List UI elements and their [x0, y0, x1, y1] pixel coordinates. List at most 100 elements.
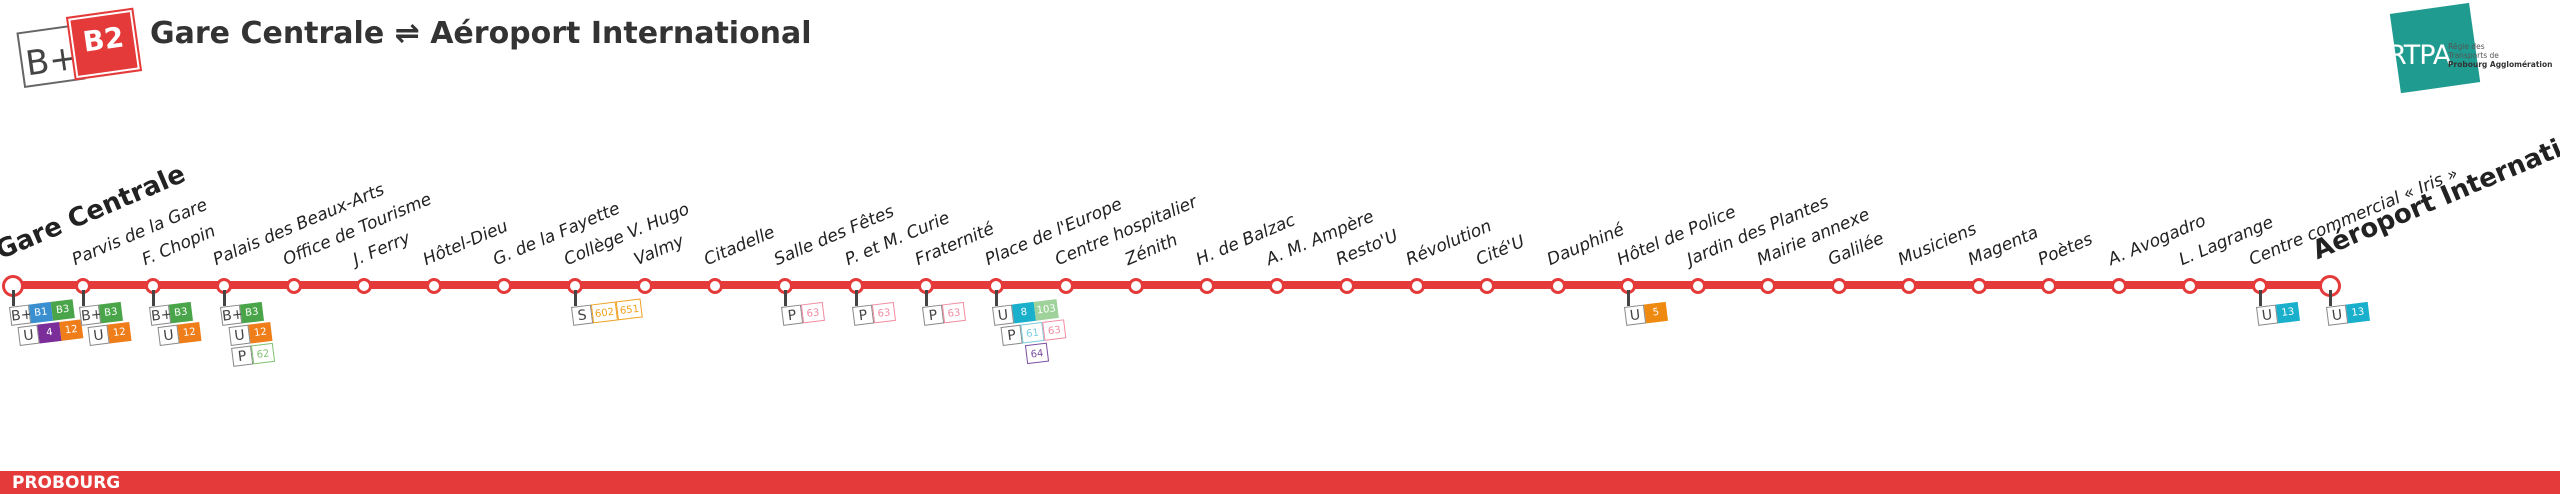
transport-mode-icon: P — [781, 304, 804, 326]
station-stop[interactable] — [2111, 278, 2128, 294]
station-stop[interactable] — [1970, 278, 1987, 294]
line-badge[interactable]: B3 — [169, 301, 194, 324]
line-code-badge: B2 — [65, 7, 143, 81]
station-stop[interactable] — [1760, 278, 1777, 294]
station-stop[interactable] — [1690, 278, 1707, 294]
transfer-connector — [222, 290, 226, 306]
station-stop[interactable] — [2181, 278, 2198, 294]
operator-acronym: RTPA — [2388, 40, 2451, 71]
station-stop[interactable] — [1058, 278, 1075, 294]
station-stop[interactable] — [1900, 278, 1917, 294]
line-badge[interactable]: 63 — [871, 301, 896, 324]
line-badge[interactable]: 8 — [1011, 301, 1036, 324]
line-badge[interactable]: 61 — [1020, 321, 1045, 344]
station-stop[interactable] — [1479, 278, 1496, 294]
city-name: PROBOURG — [12, 473, 121, 493]
transport-mode-icon: U — [2326, 304, 2349, 326]
transport-mode-icon: U — [228, 324, 251, 346]
station-stop[interactable] — [707, 278, 724, 294]
transport-mode-icon: S — [570, 304, 593, 326]
station-stop[interactable] — [1409, 278, 1426, 294]
station-name[interactable]: Citadelle — [701, 222, 779, 270]
operator-name-line: Régie des — [2448, 42, 2485, 51]
line-badge[interactable]: 63 — [801, 301, 826, 324]
line-badge[interactable]: B3 — [50, 299, 75, 321]
line-badge[interactable]: 13 — [2275, 301, 2300, 324]
transport-mode-icon: B+ — [219, 304, 244, 326]
line-badge[interactable]: B3 — [99, 301, 124, 324]
transfer-connector — [152, 290, 156, 306]
transfer-connector — [2258, 290, 2262, 306]
station-stop[interactable] — [636, 278, 653, 294]
transfer-connector — [12, 290, 15, 306]
operator-name-line: Transports de — [2448, 51, 2499, 60]
line-badge[interactable]: 4 — [37, 321, 62, 344]
transport-mode-icon: P — [1000, 324, 1023, 346]
line-badge[interactable]: 12 — [59, 319, 84, 341]
line-badge[interactable]: B3 — [239, 301, 264, 324]
station-name[interactable]: Aéroport International — [2308, 109, 2560, 266]
transport-mode-icon: U — [17, 324, 40, 346]
station-stop[interactable] — [1339, 278, 1356, 294]
line-badge[interactable]: 13 — [2345, 301, 2371, 324]
station-name[interactable]: Poètes — [2035, 229, 2096, 270]
line-badge[interactable]: 602 — [590, 301, 618, 324]
transport-mode-icon: U — [87, 324, 110, 346]
line-badge[interactable]: 5 — [1643, 301, 1668, 324]
line-badge[interactable]: 12 — [177, 321, 202, 344]
transfer-connector — [994, 290, 998, 306]
line-badge[interactable]: 63 — [941, 301, 966, 324]
footer-bar: PROBOURG — [0, 471, 2560, 494]
line-badge[interactable]: 651 — [615, 298, 643, 321]
station-stop[interactable] — [1549, 278, 1566, 294]
station-name[interactable]: Dauphiné — [1543, 219, 1627, 270]
operator-name-line: Probourg Agglomération — [2448, 60, 2553, 69]
station-stop[interactable] — [1198, 278, 1215, 294]
transport-mode-icon: U — [2255, 304, 2278, 326]
station-name[interactable]: Musiciens — [1894, 219, 1980, 270]
transport-mode-icon: P — [851, 304, 874, 326]
station-stop[interactable] — [285, 278, 302, 294]
transfer-connector — [2329, 290, 2332, 306]
line-badge[interactable]: 63 — [1042, 319, 1067, 341]
station-stop[interactable] — [496, 278, 513, 294]
station-stop[interactable] — [426, 278, 443, 294]
line-badge[interactable]: 12 — [107, 321, 132, 344]
station-stop[interactable] — [356, 278, 373, 294]
station-stop[interactable] — [2041, 278, 2058, 294]
line-badge[interactable]: 12 — [247, 321, 273, 344]
transfer-connector — [82, 290, 86, 306]
station-stop[interactable] — [1268, 278, 1285, 294]
line-badge[interactable]: 64 — [1024, 342, 1050, 365]
transport-mode-icon: P — [921, 304, 944, 326]
station-stop[interactable] — [1128, 278, 1145, 294]
transfer-connector — [924, 290, 928, 306]
line-badge[interactable]: B1 — [28, 301, 54, 324]
line-badge[interactable]: 103 — [1033, 299, 1059, 321]
operator-name: Régie des Transports de Probourg Agglomé… — [2448, 42, 2552, 69]
line-badge[interactable]: 62 — [250, 342, 275, 365]
station-stop[interactable] — [1830, 278, 1847, 294]
transport-mode-icon: P — [230, 345, 253, 367]
transport-mode-icon: U — [991, 304, 1015, 326]
spacer — [1005, 345, 1027, 366]
